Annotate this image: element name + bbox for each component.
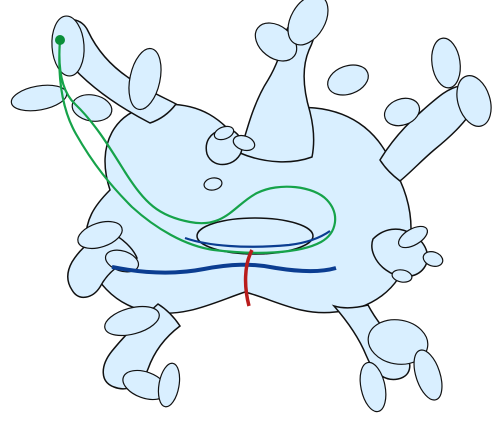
lobe-top-left-2 <box>9 81 68 114</box>
lobe-top-center-3 <box>323 60 372 101</box>
lobe-bottom-left-3 <box>155 362 182 409</box>
green-point <box>55 35 65 45</box>
surface-body <box>9 0 496 414</box>
lobe-right-1 <box>429 36 464 89</box>
